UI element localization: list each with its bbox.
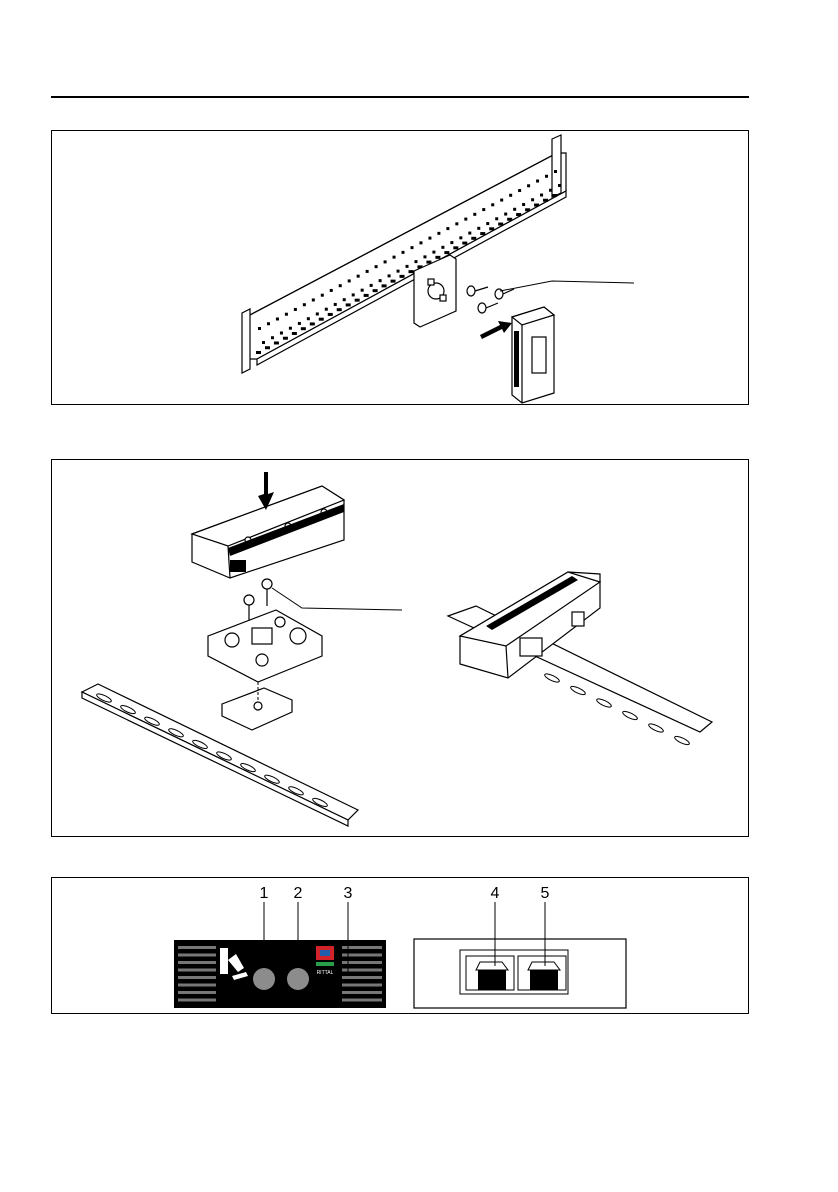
front-panel-illustration-icon: RITTAL	[52, 878, 748, 1013]
callout-4: 4	[485, 886, 505, 902]
din-rail-illustration-icon	[52, 460, 748, 836]
callout-2: 2	[288, 886, 308, 902]
status-panel	[174, 940, 386, 1008]
rj45-port-4	[466, 956, 514, 990]
figure-din-rail-mounting	[51, 459, 749, 837]
figure-front-panel: RITTAL 1 2 3 4 5	[51, 877, 749, 1014]
rj45-port-5	[518, 956, 566, 990]
figure-rack-rail-mounting	[51, 130, 749, 405]
callout-1: 1	[254, 886, 274, 902]
logo-text: RITTAL	[317, 970, 334, 976]
led-2	[287, 968, 309, 990]
rack-rail-illustration-icon	[52, 131, 748, 404]
led-1	[253, 968, 275, 990]
callout-3: 3	[338, 886, 358, 902]
callout-5: 5	[535, 886, 555, 902]
header-rule	[51, 96, 749, 98]
